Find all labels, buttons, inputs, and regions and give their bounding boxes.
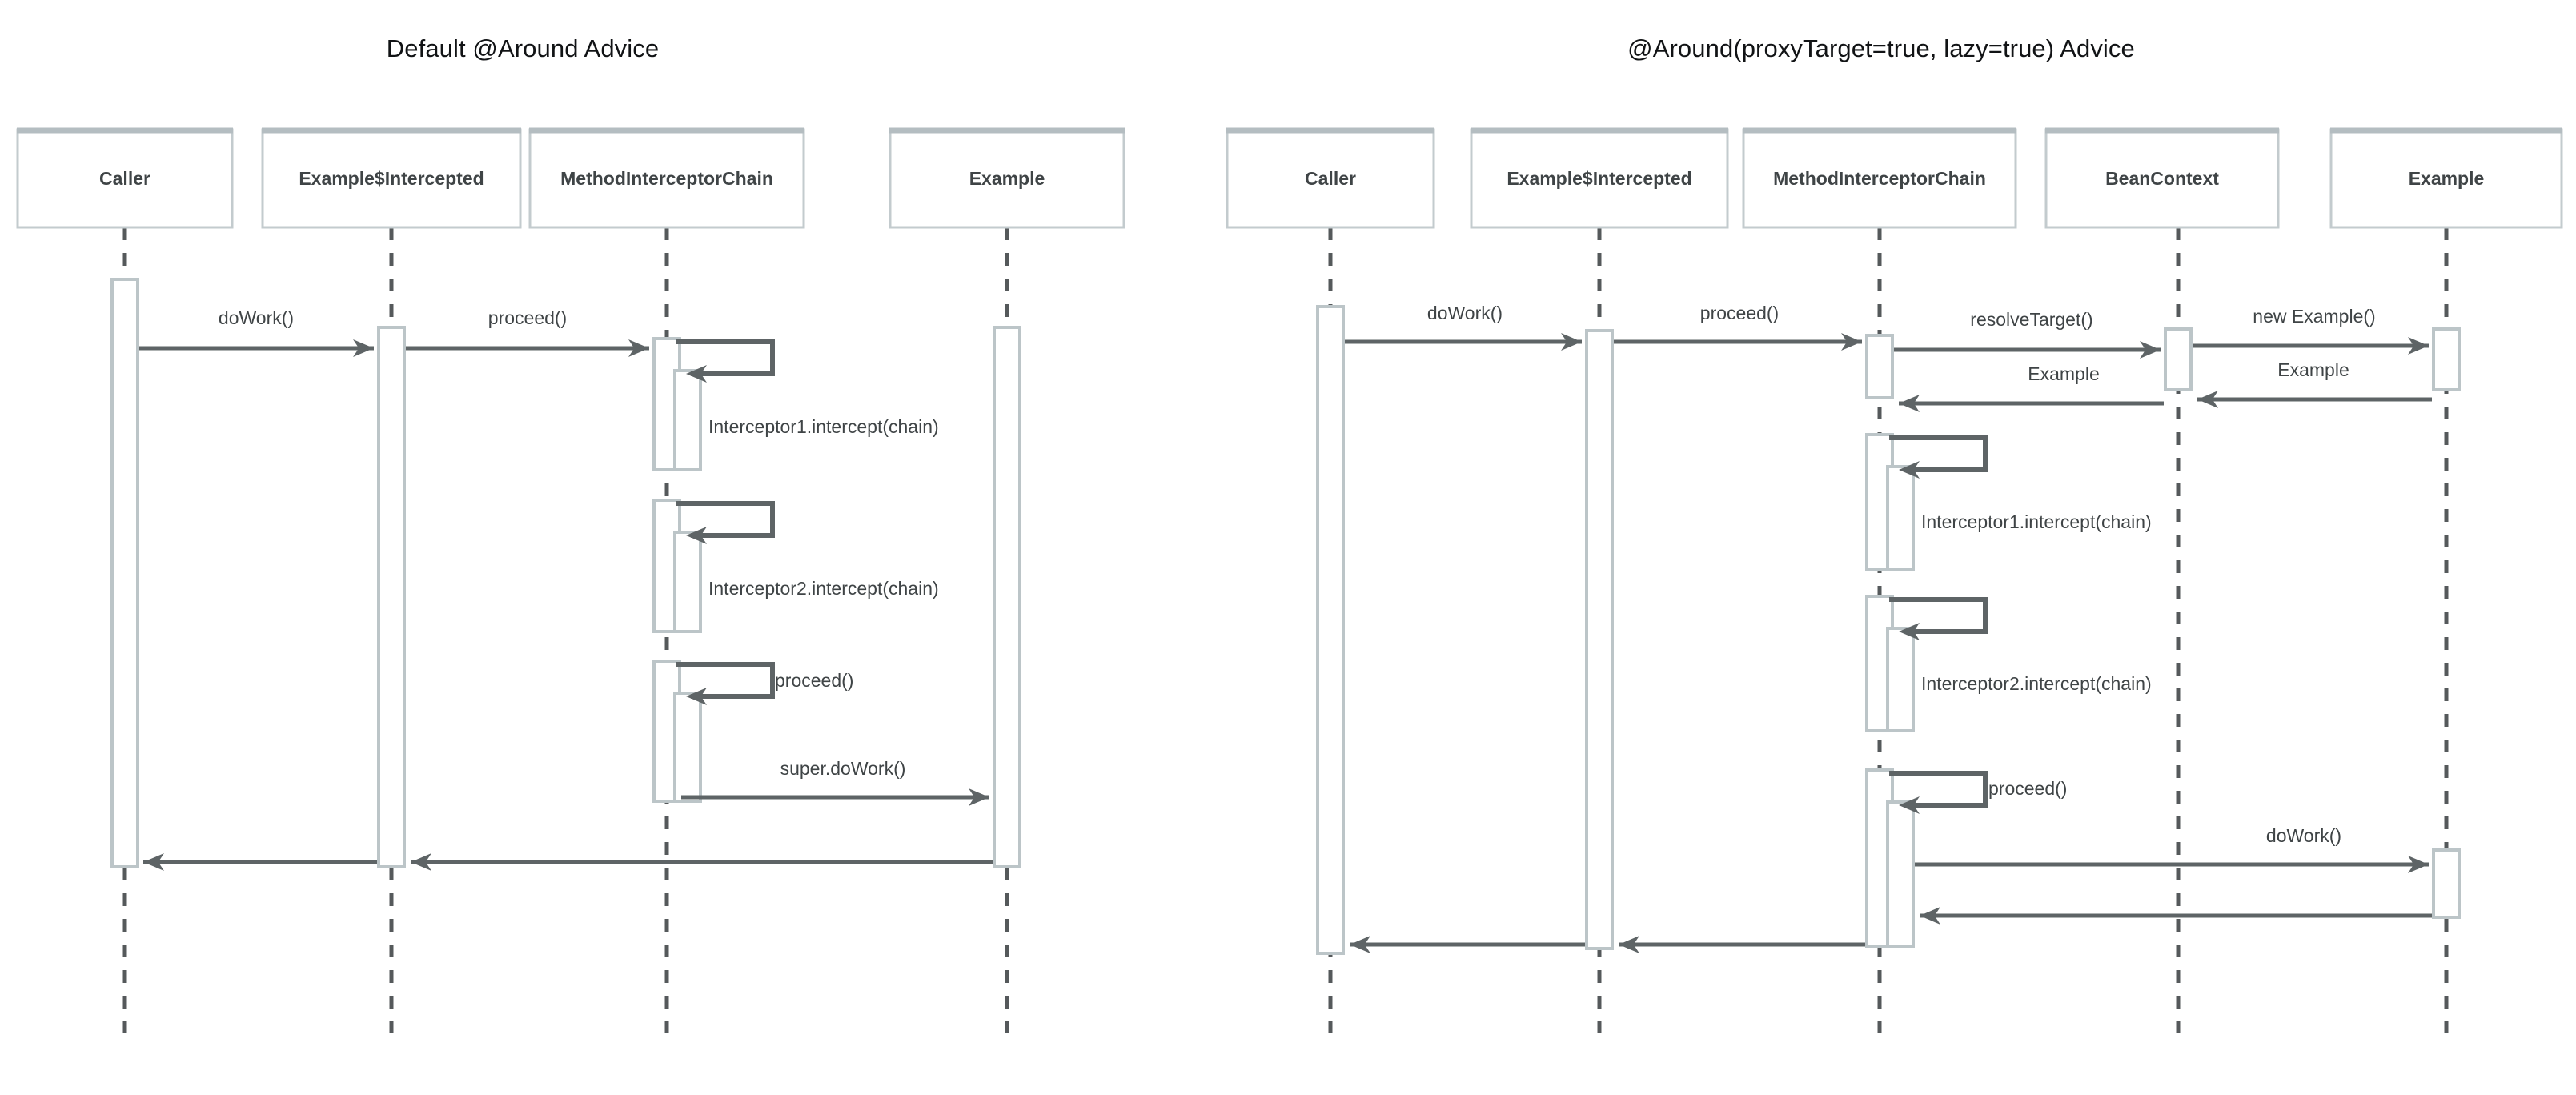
- self-call-path: [1889, 771, 1988, 808]
- arrow-head: [628, 339, 649, 357]
- self-call-label: Interceptor2.intercept(chain): [708, 578, 939, 599]
- call-message-label: doWork(): [2266, 825, 2341, 846]
- activation-bar: [1316, 305, 1345, 955]
- call-message-label: super.doWork(): [780, 758, 906, 779]
- participant-label: Caller: [99, 168, 150, 189]
- call-message-label: resolveTarget(): [1970, 309, 2092, 330]
- participant-label: Example: [969, 168, 1045, 189]
- self-call-label: Interceptor2.intercept(chain): [1921, 673, 2152, 694]
- participant-label: BeanContext: [2105, 168, 2219, 189]
- participant-label: Example$Intercepted: [299, 168, 484, 189]
- arrow-head: [143, 853, 164, 871]
- arrow-head: [1899, 623, 1920, 640]
- activation-bar: [110, 278, 139, 868]
- call-message-label: doWork(): [1427, 303, 1503, 323]
- arrow-head: [686, 688, 707, 705]
- return-message-label: Example: [2028, 363, 2099, 384]
- return-message-label: Example: [2277, 359, 2349, 380]
- diagram-proxytarget-lazy-around-advice: Caller Example$Intercepted MethodIntercept…: [1226, 127, 2563, 1033]
- activation-bar: [377, 326, 406, 868]
- activation-bar: [1886, 627, 1915, 732]
- activation-bar: [673, 692, 702, 803]
- arrow-head: [353, 339, 374, 357]
- call-message-label: doWork(): [219, 307, 294, 328]
- arrow-head: [2408, 856, 2429, 873]
- activation-bar: [1585, 329, 1614, 950]
- arrow-head: [2140, 341, 2161, 359]
- arrow-head: [969, 788, 989, 806]
- activation-bar: [1886, 465, 1915, 571]
- activation-bar: [673, 531, 702, 633]
- self-call-path: [1889, 597, 1988, 634]
- self-call-path: [676, 339, 775, 376]
- diagram-title: @Around(proxyTarget=true, lazy=true) Adv…: [1627, 34, 2135, 62]
- participant-label: Caller: [1305, 168, 1356, 189]
- activation-bar: [1886, 800, 1915, 948]
- arrow-head: [1350, 936, 1370, 953]
- arrow-head: [2408, 337, 2429, 355]
- diagram-default-around-advice: Caller Example$Intercepted MethodIntercept…: [16, 127, 1125, 1033]
- self-call-label: Interceptor1.intercept(chain): [1921, 511, 2152, 532]
- activation-bar: [2432, 848, 2461, 919]
- arrow-head: [1841, 333, 1862, 351]
- arrow-head: [1561, 333, 1582, 351]
- diagram-title: Default @Around Advice: [386, 34, 660, 62]
- arrow-head: [1899, 796, 1920, 814]
- participant-label: MethodInterceptorChain: [560, 168, 773, 189]
- activation-bar: [993, 326, 1021, 868]
- call-message-label: new Example(): [2253, 306, 2375, 327]
- self-call-path: [1889, 435, 1988, 472]
- self-call-path: [676, 662, 775, 699]
- call-message-label: proceed(): [488, 307, 567, 328]
- arrow-head: [1920, 907, 1940, 925]
- self-call-label: proceed(): [775, 670, 853, 691]
- arrow-head: [2197, 391, 2218, 408]
- self-call-label: Interceptor1.intercept(chain): [708, 416, 939, 437]
- self-call-path: [676, 501, 775, 538]
- arrow-head: [1619, 936, 1639, 953]
- arrow-head: [1899, 395, 1920, 412]
- participant-label: Example: [2409, 168, 2485, 189]
- arrow-head: [411, 853, 431, 871]
- participant-beancontext[interactable]: BeanContext: [2044, 127, 2280, 1033]
- activation-bar: [2164, 327, 2193, 391]
- activation-bar: [1865, 334, 1894, 399]
- participant-label: Example$Intercepted: [1507, 168, 1691, 189]
- participant-label: MethodInterceptorChain: [1773, 168, 1986, 189]
- arrow-head: [686, 527, 707, 544]
- self-call-label: proceed(): [1988, 778, 2067, 799]
- activation-bar: [673, 369, 702, 471]
- activation-bar: [2432, 327, 2461, 391]
- arrow-head: [686, 365, 707, 383]
- call-message-label: proceed(): [1700, 303, 1779, 323]
- arrow-head: [1899, 461, 1920, 479]
